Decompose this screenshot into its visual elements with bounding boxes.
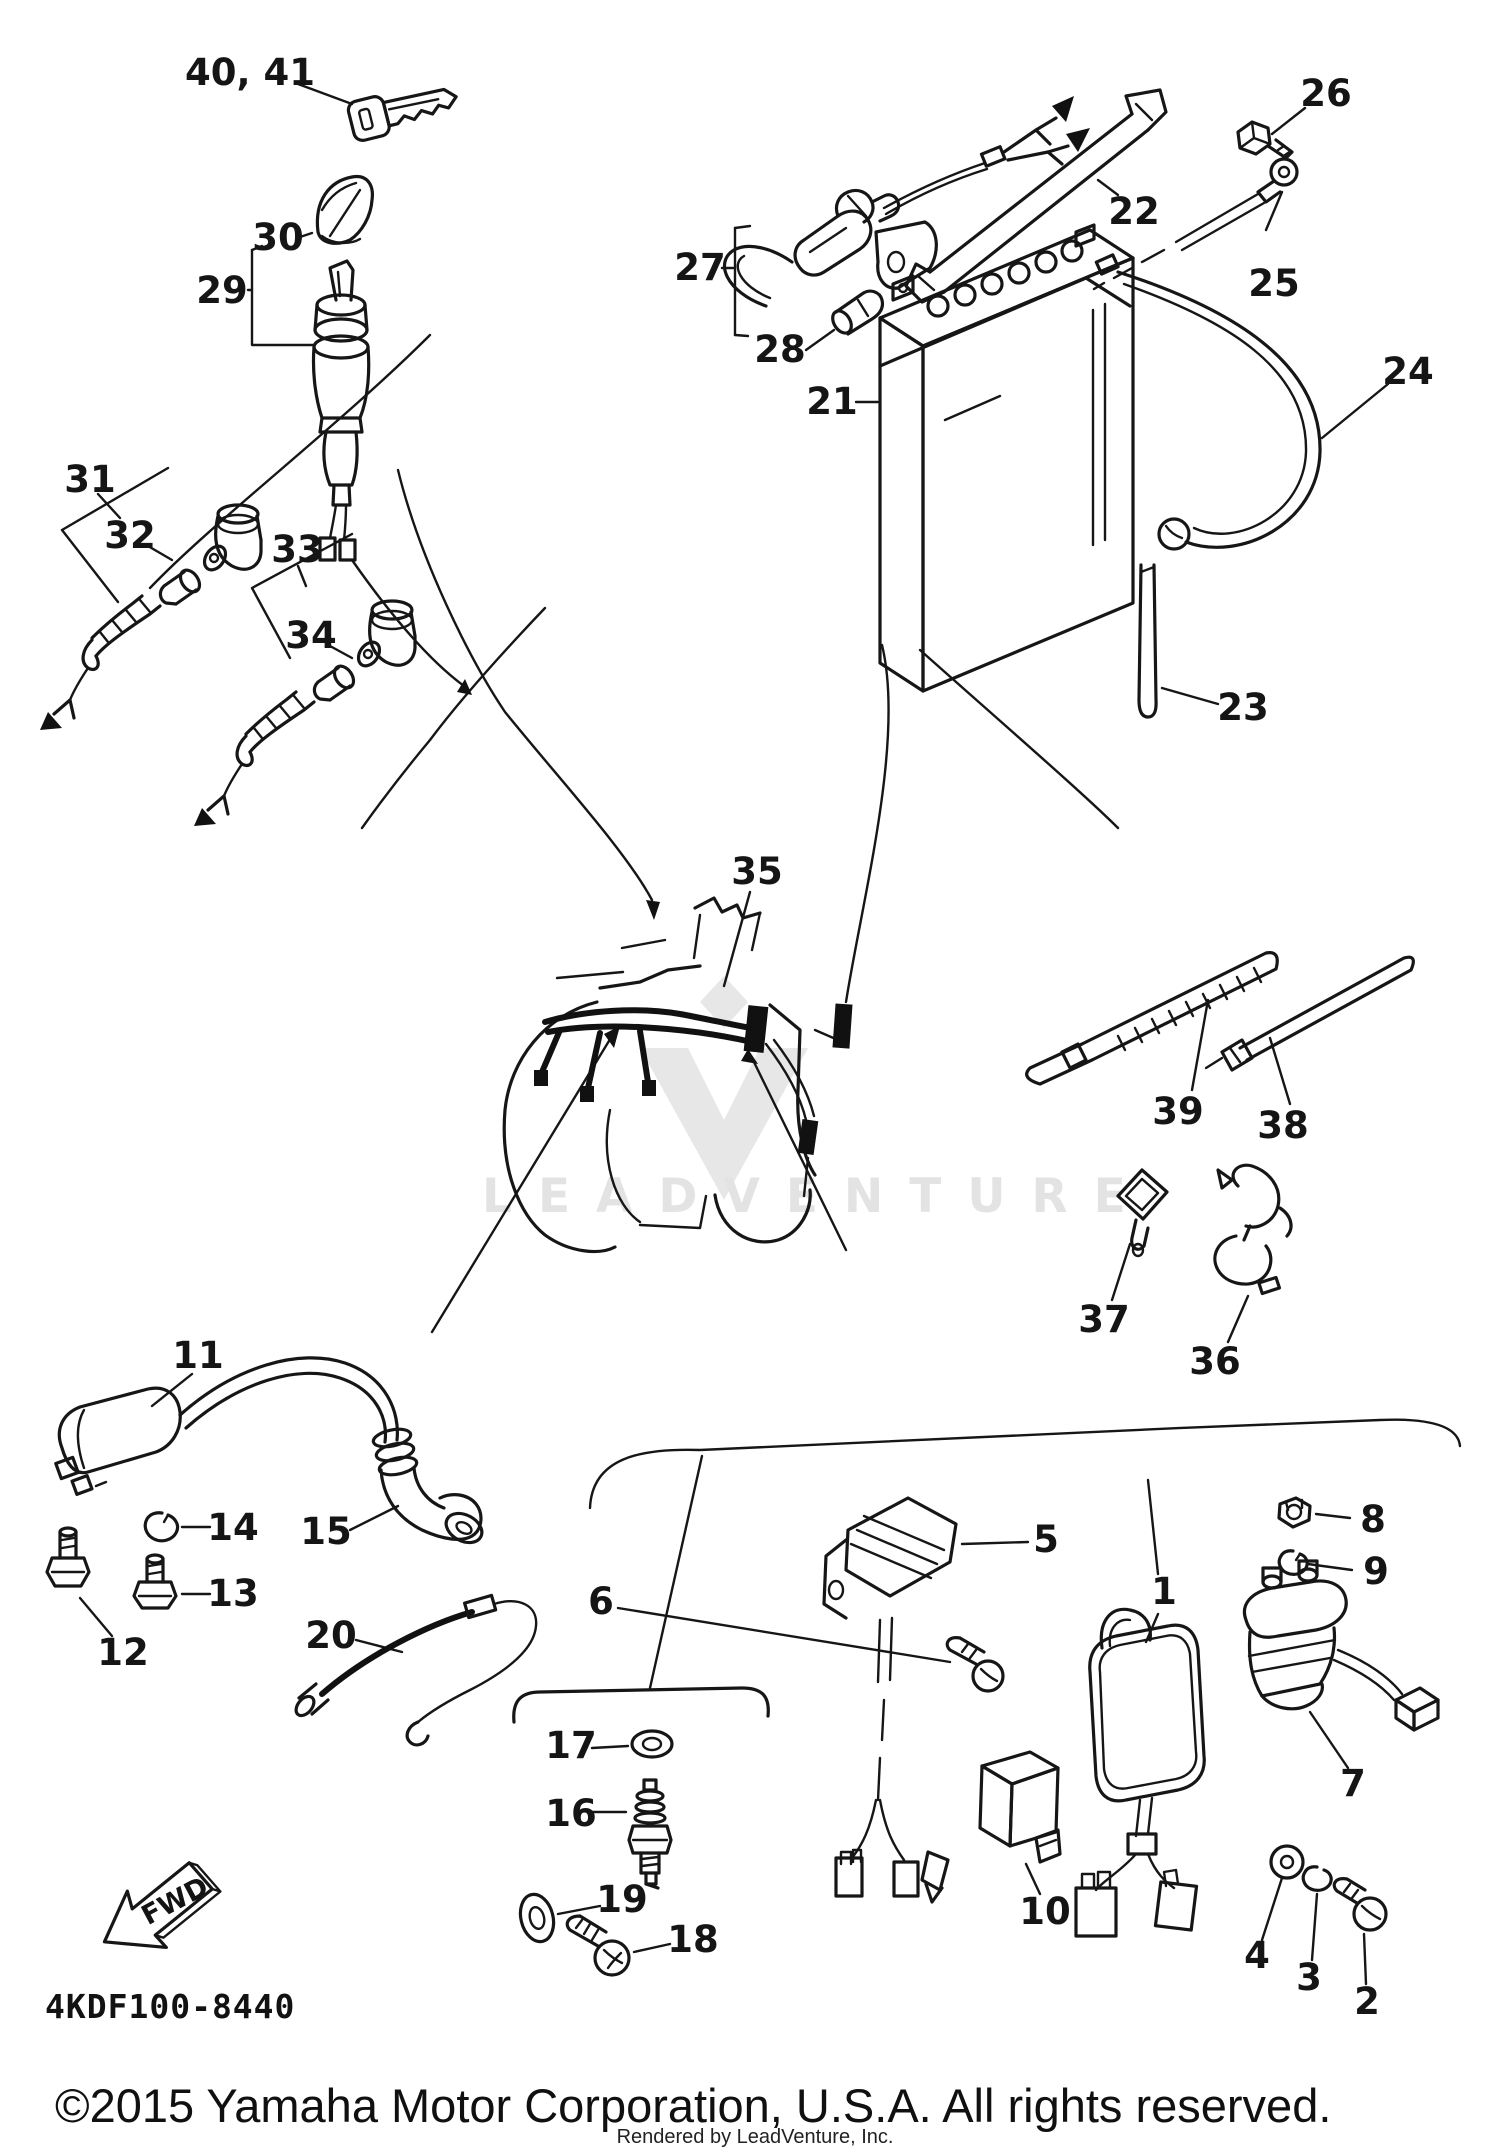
fwd-arrow-icon: FWD: [102, 1861, 222, 1950]
part-label-4[interactable]: 4: [1244, 1934, 1270, 1977]
part-label-22[interactable]: 22: [1108, 190, 1160, 233]
part-label-19[interactable]: 19: [596, 1878, 648, 1921]
spark-plug-cluster: [512, 1686, 770, 1977]
part-label-24[interactable]: 24: [1382, 350, 1434, 393]
part-label-12[interactable]: 12: [97, 1631, 149, 1674]
fwd-arrow-label: FWD: [137, 1871, 214, 1932]
wire-clamp-36: [1213, 1163, 1293, 1344]
part-label-7[interactable]: 7: [1340, 1762, 1366, 1805]
terminal-bolt-26: [1236, 106, 1307, 160]
ignition-main-switch: [246, 244, 371, 562]
part-label-11[interactable]: 11: [172, 1334, 224, 1377]
part-label-14[interactable]: 14: [207, 1506, 259, 1549]
part-label-31[interactable]: 31: [64, 458, 116, 501]
relay-hardware: [1260, 1496, 1388, 1986]
part-label-30[interactable]: 30: [252, 216, 304, 259]
leader-23: [1160, 686, 1220, 706]
part-label-27[interactable]: 27: [674, 246, 726, 289]
part-label-29[interactable]: 29: [196, 269, 248, 312]
part-label-23[interactable]: 23: [1217, 686, 1269, 729]
diagram-part-code: 4KDF100-8440: [45, 1987, 295, 2026]
part-label-37[interactable]: 37: [1078, 1298, 1130, 1341]
part-label-32[interactable]: 32: [104, 514, 156, 557]
leader-24: [1320, 382, 1390, 440]
part-label-2[interactable]: 2: [1354, 1980, 1380, 2023]
starter-solenoid: [720, 96, 1090, 338]
part-label-13[interactable]: 13: [207, 1572, 259, 1615]
band-clamp-39: [1025, 951, 1279, 1092]
part-label-1[interactable]: 1: [1151, 1570, 1177, 1613]
rectifier-regulator: [822, 1496, 1030, 1904]
copyright-text: ©2015 Yamaha Motor Corporation, U.S.A. A…: [55, 2079, 1331, 2132]
part-label-25[interactable]: 25: [1248, 262, 1300, 305]
ignition-coil: [54, 1356, 484, 1545]
part-label-10[interactable]: 10: [1019, 1890, 1071, 1933]
part-label-21[interactable]: 21: [806, 380, 858, 423]
cable-tie-38: [1204, 955, 1415, 1106]
rendered-by-text: Rendered by LeadVenture, Inc.: [617, 2126, 894, 2148]
part-label-36[interactable]: 36: [1189, 1340, 1241, 1383]
part-label-40-41[interactable]: 40, 41: [185, 51, 315, 94]
part-label-34[interactable]: 34: [285, 614, 337, 657]
push-clip-37: [1110, 1168, 1169, 1302]
part-label-38[interactable]: 38: [1257, 1104, 1309, 1147]
ignition-key-icon: [296, 82, 458, 142]
part-label-33[interactable]: 33: [271, 528, 323, 571]
atv-outline-sketch: [502, 896, 840, 1254]
part-label-17[interactable]: 17: [545, 1724, 597, 1767]
part-label-3[interactable]: 3: [1296, 1956, 1322, 1999]
part-label-6[interactable]: 6: [588, 1580, 614, 1623]
part-label-26[interactable]: 26: [1300, 72, 1352, 115]
part-label-20[interactable]: 20: [305, 1614, 357, 1657]
part-label-5[interactable]: 5: [1033, 1518, 1059, 1561]
solenoid-boot-28: [804, 289, 885, 352]
part-label-18[interactable]: 18: [667, 1918, 719, 1961]
coil-hardware: [45, 1504, 400, 1638]
switch-knob: [298, 174, 374, 245]
rectifier-screw-6: [616, 1606, 1005, 1693]
cdi-unit: [1074, 1478, 1206, 1938]
starter-relay-7: [1242, 1559, 1440, 1770]
part-label-28[interactable]: 28: [754, 328, 806, 371]
lead-wire-assembly-31-32: [40, 466, 263, 730]
battery: [878, 223, 1135, 693]
part-label-16[interactable]: 16: [545, 1792, 597, 1835]
battery-vent-tube: [1137, 563, 1158, 719]
ground-lead-20: [294, 1593, 538, 1747]
flasher-relay-10: [978, 1750, 1062, 1896]
wire-harness-35: [534, 890, 853, 1198]
flow-curves: [148, 333, 1462, 1690]
lead-wire-assembly-33-34: [194, 532, 417, 826]
part-label-9[interactable]: 9: [1363, 1550, 1389, 1593]
part-label-35[interactable]: 35: [731, 850, 783, 893]
battery-cable-24: [1094, 253, 1322, 551]
part-label-39[interactable]: 39: [1152, 1090, 1204, 1133]
part-label-15[interactable]: 15: [300, 1510, 352, 1553]
part-label-8[interactable]: 8: [1360, 1498, 1386, 1541]
leadventure-watermark-text: LEADVENTURE: [482, 1169, 1152, 1224]
